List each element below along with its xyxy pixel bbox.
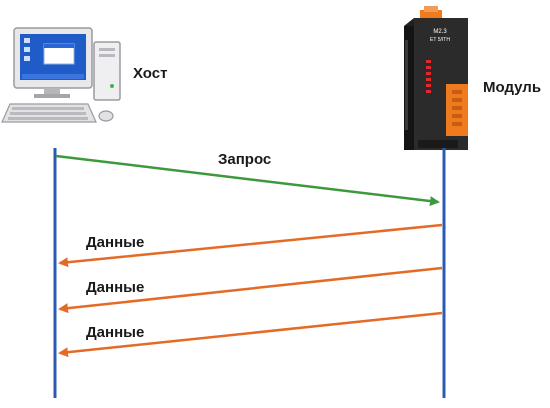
module-device-icon: M2.3 ET 5/ITH <box>404 6 468 150</box>
host-computer-icon <box>1 27 121 123</box>
module-front-text-2: ET 5/ITH <box>430 37 450 43</box>
response-arrow-1 <box>58 223 443 268</box>
response-label-3: Данные <box>86 324 144 341</box>
response-arrow-3 <box>58 311 443 358</box>
request-arrow <box>55 154 440 207</box>
module-front-text-1: M2.3 <box>433 29 447 35</box>
host-label: Хост <box>133 65 167 82</box>
response-label-1: Данные <box>86 234 144 251</box>
response-arrow-2 <box>58 266 443 314</box>
response-label-2: Данные <box>86 279 144 296</box>
request-label: Запрос <box>218 151 271 168</box>
module-label: Модуль <box>483 79 541 96</box>
